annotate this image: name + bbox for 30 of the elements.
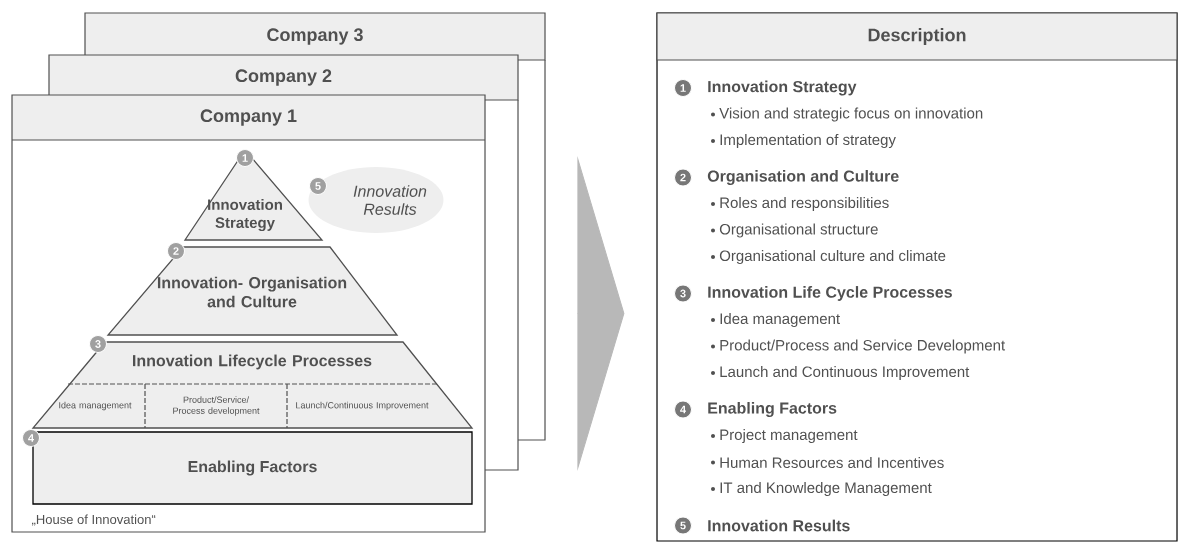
bullet-item: Product/Process and Service Development [711, 339, 1006, 354]
bullet-item: Roles and responsibilities [711, 197, 889, 211]
number-badge: 5 [674, 516, 692, 535]
bullet-item: Project management [711, 429, 858, 443]
bullet-item: Idea management [711, 313, 840, 327]
number-badge: 3 [89, 335, 107, 353]
number-badge: 2 [167, 242, 185, 260]
number-badge: 2 [674, 168, 692, 187]
process-label: Idea management [59, 401, 132, 411]
process-label: Product/Service/ Process development [173, 396, 260, 416]
bullet-item: Organisational structure [711, 223, 878, 238]
process-label: Launch/Continuous Improvement [296, 401, 429, 411]
number-badge: 3 [674, 284, 692, 303]
number-badge: 1 [236, 149, 254, 167]
bullet-item: Vision and strategic focus on innovation [711, 107, 983, 122]
item-heading: Innovation Strategy [708, 80, 857, 96]
item-heading: Innovation Results [708, 519, 850, 532]
bullet-item: Organisational culture and climate [711, 250, 946, 264]
chevron-arrow [577, 158, 625, 469]
number-badge: 1 [674, 79, 692, 97]
item-heading: Innovation Life Cycle Processes [708, 286, 952, 301]
bullet-item: IT and Knowledge Management [711, 482, 932, 496]
number-badge: 5 [309, 177, 327, 195]
item-heading: Organisation and Culture [707, 170, 899, 185]
bullet-item: Implementation of strategy [711, 134, 896, 148]
number-badge: 4 [674, 400, 692, 419]
number-badge: 4 [22, 429, 40, 447]
bullet-item: Launch and Continuous Improvement [711, 366, 970, 380]
item-heading: Enabling Factors [708, 402, 837, 417]
bullet-item: Human Resources and Incentives [711, 457, 944, 468]
